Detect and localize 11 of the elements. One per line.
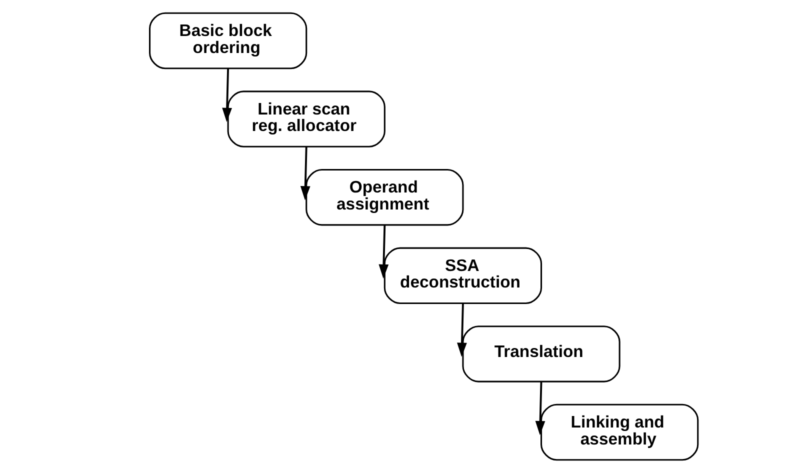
arrow	[300, 146, 310, 200]
arrow	[534, 382, 545, 436]
node-box: Linking and assembly	[540, 404, 698, 461]
arrow	[456, 303, 466, 357]
arrow	[378, 224, 388, 279]
node-box: Basic block ordering	[148, 12, 307, 70]
node-box: Linear scan reg. allocator	[226, 90, 385, 148]
node-box: Operand assignment	[305, 168, 464, 226]
node-box: Translation	[462, 326, 620, 382]
node-box: SSA deconstruction	[383, 247, 542, 304]
arrow	[222, 68, 232, 122]
